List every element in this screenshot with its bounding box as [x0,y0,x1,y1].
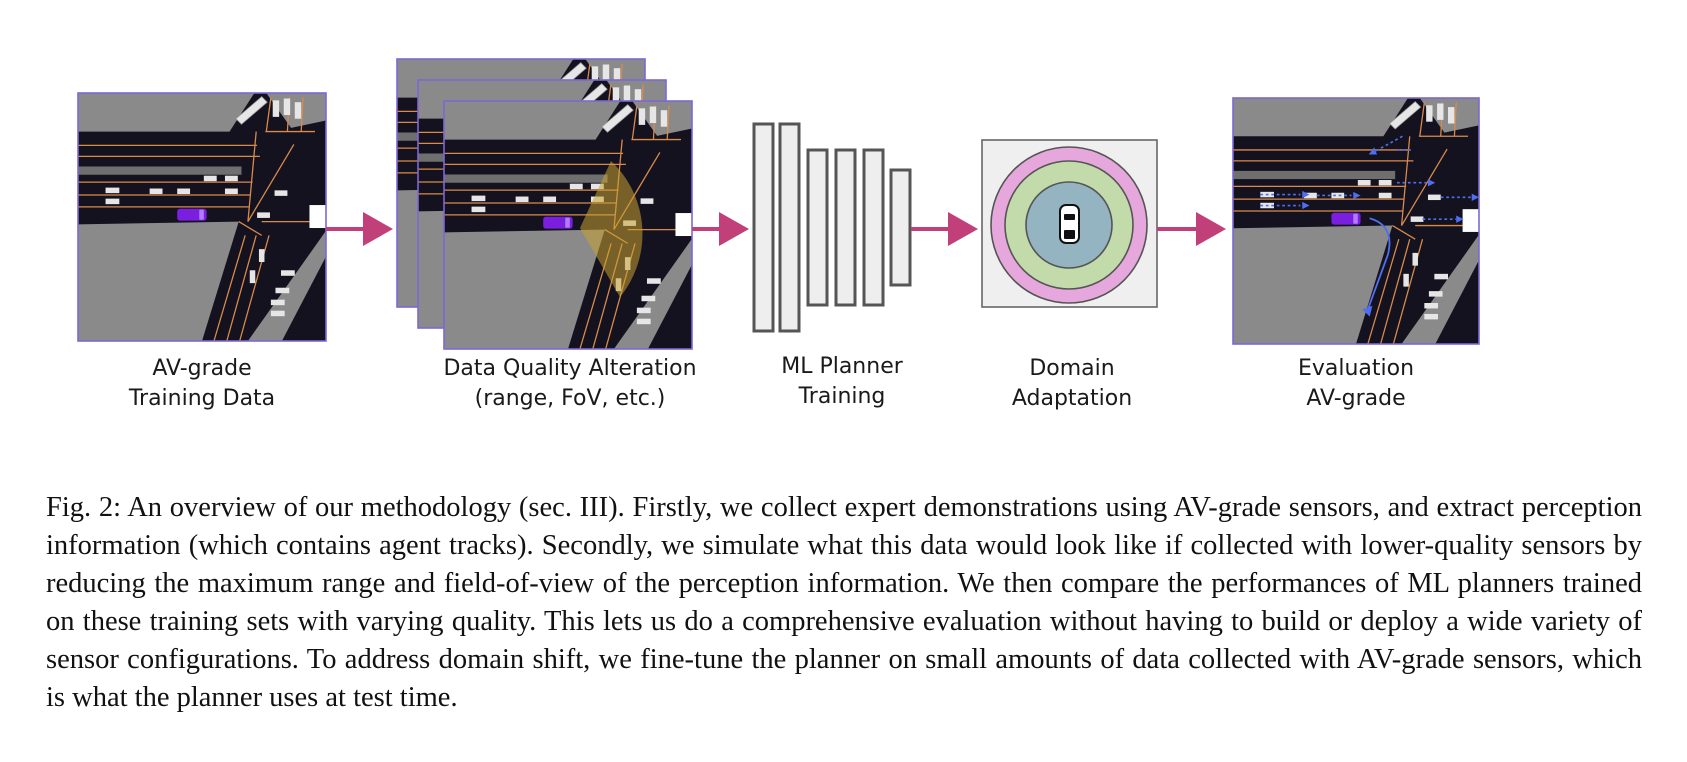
concentric-domain-icon [981,139,1158,308]
data-quality-panels [396,58,693,350]
figure-caption: Fig. 2: An overview of our methodology (… [46,491,1642,713]
car-icon [1059,204,1080,244]
arrow-right-icon [911,212,978,246]
arrow-right-icon [692,212,749,246]
evaluation-panel [1232,97,1480,345]
arrow-right-icon [326,212,393,246]
network-layers-icon [752,122,912,333]
training-data-panel [77,92,327,342]
stage-label-data-quality: Data Quality Alteration(range, FoV, etc.… [443,356,697,411]
fov-wedge-icon [580,161,643,297]
arrow-right-icon [1157,212,1226,246]
